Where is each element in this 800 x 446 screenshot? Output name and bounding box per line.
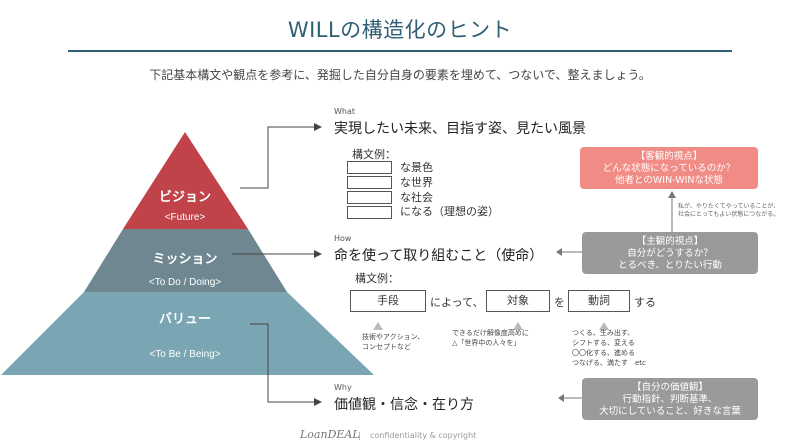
why-heading: 価値観・信念・在り方 xyxy=(334,397,474,413)
callout-objective-line2: 他者とのWIN-WINな状態 xyxy=(614,175,724,186)
how-connector-3: する xyxy=(634,296,656,309)
arrowhead-what xyxy=(314,123,322,131)
callout-objective-line1: どんな状態になっているのか？ xyxy=(602,163,736,174)
note2-up-arrow xyxy=(513,322,523,330)
footer-logo: LoanDEAL xyxy=(300,428,360,441)
arrowhead-why-from-values xyxy=(558,394,564,402)
title-divider xyxy=(68,50,732,52)
how-note-means: 技術やアクション、 コンセプトなど xyxy=(362,333,425,351)
pyramid-top-vision xyxy=(123,132,248,229)
callout-values-line1: 行動指針、判断基準、 xyxy=(622,394,718,405)
how-connector-2: を xyxy=(554,296,565,309)
how-box-means: 手段 xyxy=(350,290,426,312)
footer-copyright: confidentiality & copyright xyxy=(370,431,477,440)
what-blank-box-2 xyxy=(347,176,392,189)
arrowhead-how-from-subjective xyxy=(556,248,562,256)
footer-separator: | xyxy=(358,431,361,440)
pyramid-middle-mission xyxy=(84,229,287,292)
pyramid-mid-sub: <To Do / Doing> xyxy=(149,277,221,288)
callout-subjective-line1: 自分がどうするか？ xyxy=(627,248,713,259)
callout-bridge-note: 私が、やりたくてやっていることが、 社会にとってもよい状態につながる。 xyxy=(678,203,780,218)
what-row-3: な社会 xyxy=(400,191,433,204)
what-tag: What xyxy=(334,107,356,116)
callout-own-values: 【自分の価値観】 行動指針、判断基準、 大切にしていること、好きな言葉 xyxy=(582,378,758,420)
what-row-4: になる（理想の姿） xyxy=(400,205,499,218)
why-tag: Why xyxy=(334,383,352,392)
pyramid-base-sub: <To Be / Being> xyxy=(149,349,220,360)
how-example-label: 構文例： xyxy=(355,272,399,285)
arrowhead-objective xyxy=(668,191,676,198)
how-heading: 命を使って取り組むこと（使命） xyxy=(334,248,544,264)
pyramid-mid-title: ミッション xyxy=(152,251,217,266)
note3-up-arrow xyxy=(599,322,609,330)
what-row-2: な世界 xyxy=(400,176,433,189)
callout-objective-title: 【客観的視点】 xyxy=(635,151,703,162)
how-connector-1: によって、 xyxy=(430,296,484,309)
page-subtitle: 下記基本構文や観点を参考に、発掘した自分自身の要素を埋めて、つないで、整えましょ… xyxy=(149,68,651,82)
callout-values-title: 【自分の価値観】 xyxy=(631,382,708,393)
callout-subjective-viewpoint: 【主観的視点】 自分がどうするか？ とるべき、とりたい行動 xyxy=(582,232,758,274)
what-row-1: な景色 xyxy=(400,161,433,174)
how-box-verb: 動詞 xyxy=(568,290,630,312)
pyramid-top-title: ビジョン xyxy=(159,189,211,204)
how-box-target: 対象 xyxy=(486,290,550,312)
how-tag: How xyxy=(334,234,352,243)
what-blank-box-1 xyxy=(347,161,392,174)
pyramid-top-sub: <Future> xyxy=(165,212,206,223)
pyramid-base-title: バリュー xyxy=(159,311,211,326)
how-note-target: できるだけ解像度高めに △「世界中の人々を」 xyxy=(452,329,529,347)
callout-subjective-line2: とるべき、とりたい行動 xyxy=(618,260,722,271)
what-blank-box-4 xyxy=(347,206,392,219)
arrowhead-why xyxy=(314,398,322,406)
callout-subjective-title: 【主観的視点】 xyxy=(636,236,704,247)
connector-vision-what xyxy=(240,126,316,189)
callout-values-line2: 大切にしていること、好きな言葉 xyxy=(599,406,741,417)
how-note-verb: つくる、生み出す、 シフトする、変える 〇〇化する、進める つなげる、満たす e… xyxy=(572,329,646,367)
note1-up-arrow xyxy=(373,322,383,330)
what-blank-box-3 xyxy=(347,191,392,204)
page-title: WILLの構造化のヒント xyxy=(287,18,513,42)
arrowhead-how xyxy=(314,250,322,258)
pyramid-base-value xyxy=(1,292,374,375)
callout-objective-viewpoint: 【客観的視点】 どんな状態になっているのか？ 他者とのWIN-WINな状態 xyxy=(580,147,758,189)
what-heading: 実現したい未来、目指す姿、見たい風景 xyxy=(334,121,586,137)
what-example-label: 構文例： xyxy=(352,148,396,161)
connector-value-why xyxy=(250,323,316,403)
